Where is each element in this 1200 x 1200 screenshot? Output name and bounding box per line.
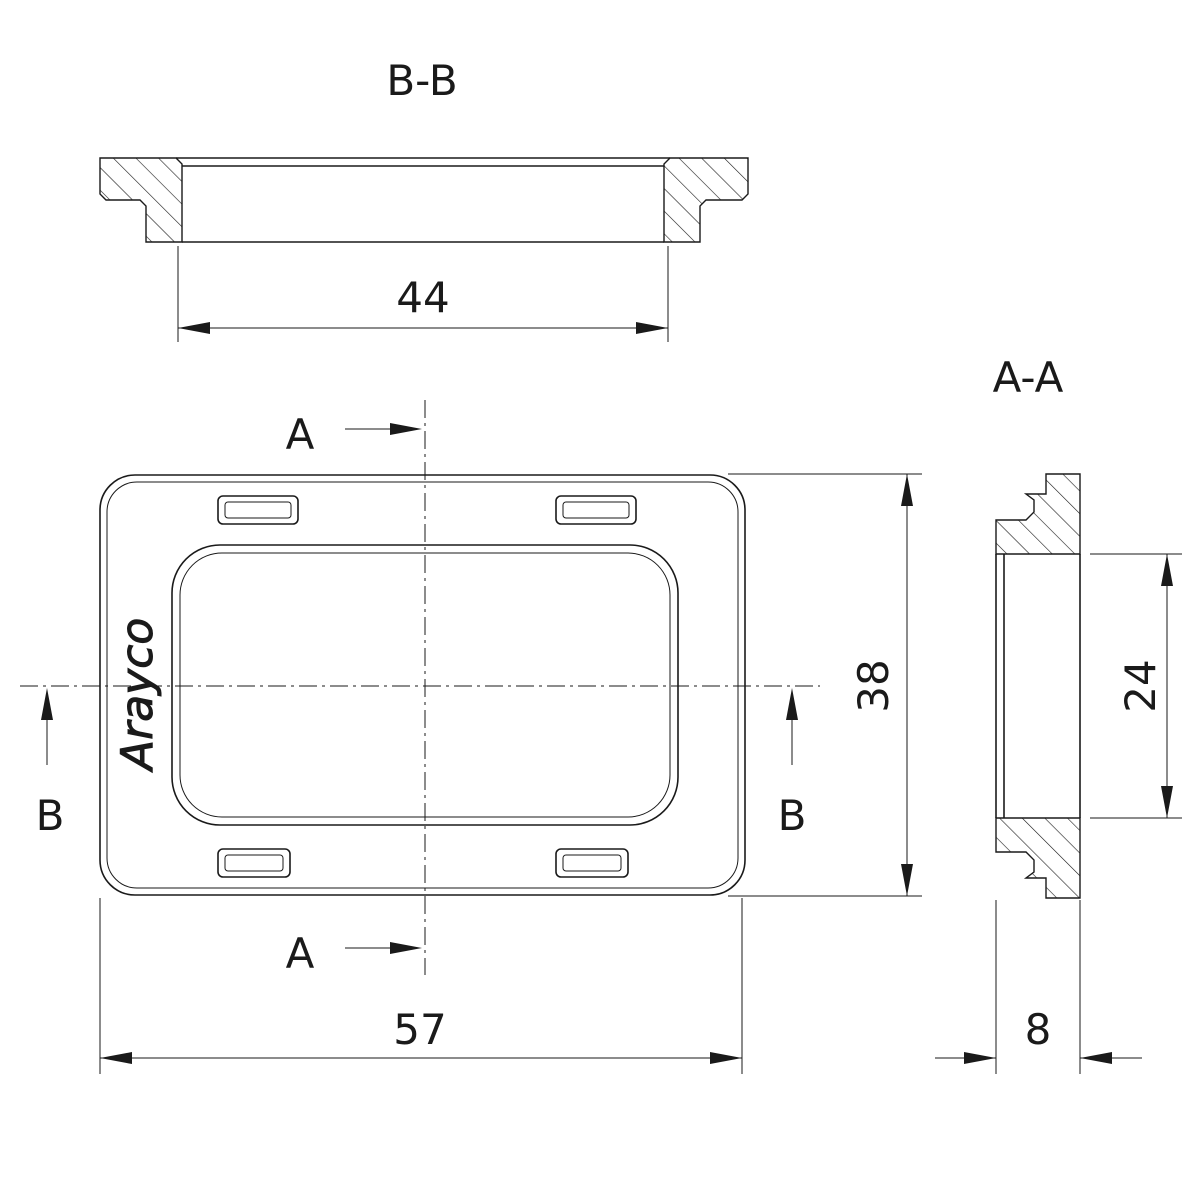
section-aa-bottom-profile [995, 817, 1081, 899]
outer-frame [99, 474, 746, 896]
section-bb-right-profile [663, 157, 749, 243]
dimension-overall-height: 38 [728, 473, 922, 897]
section-bb-title: B-B [386, 56, 457, 105]
slot-bottom-right [555, 848, 629, 878]
cut-mark-b-right: B [778, 688, 807, 840]
cut-mark-b-left: B [36, 688, 65, 840]
cut-mark-a-bottom: A [286, 929, 422, 978]
dimension-overall-width-label: 57 [393, 1005, 446, 1054]
section-aa-title: A-A [993, 353, 1064, 402]
slot-top-right [555, 495, 637, 525]
dimension-inner-height: 24 [1090, 553, 1182, 819]
section-aa-top-profile [995, 473, 1081, 555]
dimension-inner-height-label: 24 [1116, 659, 1165, 712]
dimension-inner-width: 44 [177, 246, 669, 342]
cut-mark-a-top: A [286, 410, 422, 459]
cut-mark-a-bottom-label: A [286, 929, 315, 978]
dimension-overall-width: 57 [99, 898, 743, 1074]
section-bb-left-profile [99, 157, 183, 243]
slot-top-left [217, 495, 299, 525]
cut-mark-a-top-label: A [286, 410, 315, 459]
slot-bottom-left [217, 848, 291, 878]
dimension-overall-height-label: 38 [849, 659, 898, 712]
dimension-depth: 8 [935, 900, 1142, 1074]
section-bb-view [99, 157, 749, 243]
arayco-logo: Arayco [112, 618, 163, 773]
cut-mark-b-left-label: B [36, 791, 65, 840]
inner-opening [171, 544, 679, 826]
section-aa-view [995, 473, 1081, 899]
front-view: Arayco [99, 474, 746, 896]
cut-mark-b-right-label: B [778, 791, 807, 840]
dimension-depth-label: 8 [1025, 1005, 1052, 1054]
dimension-inner-width-label: 44 [396, 273, 449, 322]
